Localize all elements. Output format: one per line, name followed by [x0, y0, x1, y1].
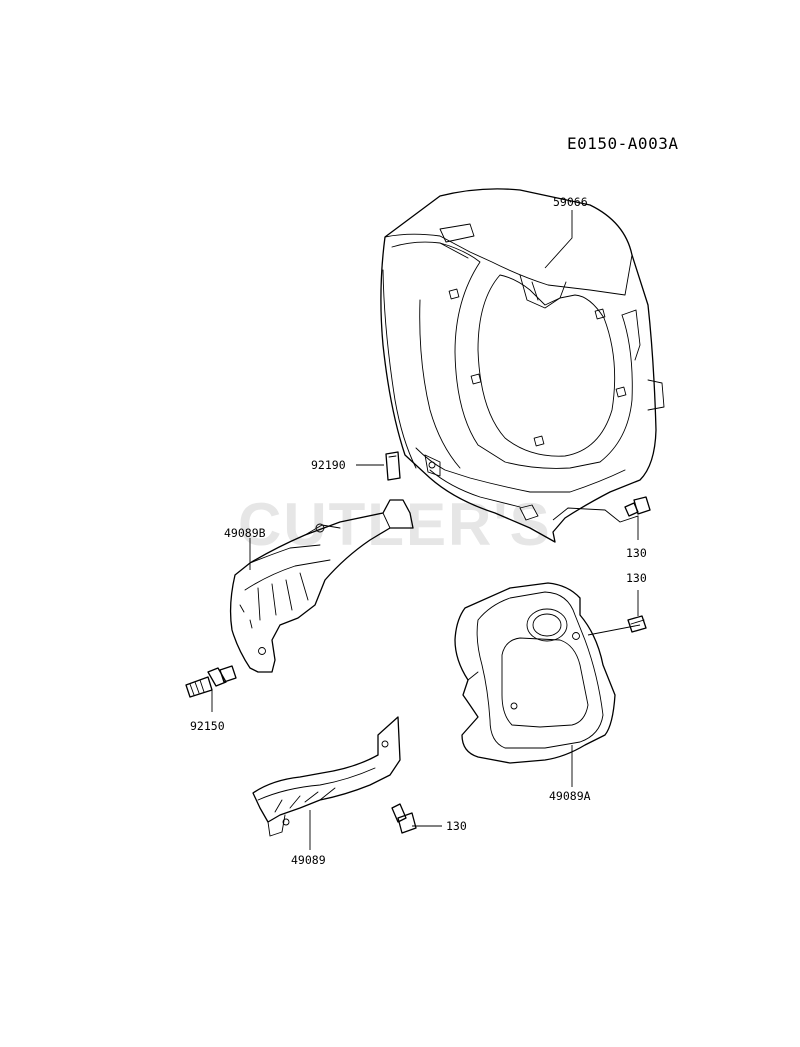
label-49089b: 49089B	[224, 526, 266, 540]
label-92190: 92190	[311, 458, 346, 472]
diagram-code: E0150-A003A	[567, 134, 678, 153]
label-59066: 59066	[553, 195, 588, 209]
cover-b-drawing	[229, 499, 414, 673]
bolt-upper-drawing	[624, 496, 651, 517]
label-49089: 49089	[291, 853, 326, 867]
label-49089a: 49089A	[549, 789, 591, 803]
fan-shroud-drawing	[380, 188, 665, 543]
stud-drawing	[185, 665, 237, 698]
bolt-middle-drawing	[627, 615, 647, 633]
cover-a-drawing	[454, 582, 616, 764]
label-130-middle: 130	[626, 571, 647, 585]
label-130-lower: 130	[446, 819, 467, 833]
clip-drawing	[385, 451, 401, 481]
label-130-upper: 130	[626, 546, 647, 560]
bolt-lower-drawing	[391, 803, 417, 834]
label-92150: 92150	[190, 719, 225, 733]
watermark: CUTLER'S	[238, 491, 552, 558]
cover-drawing	[252, 716, 401, 837]
